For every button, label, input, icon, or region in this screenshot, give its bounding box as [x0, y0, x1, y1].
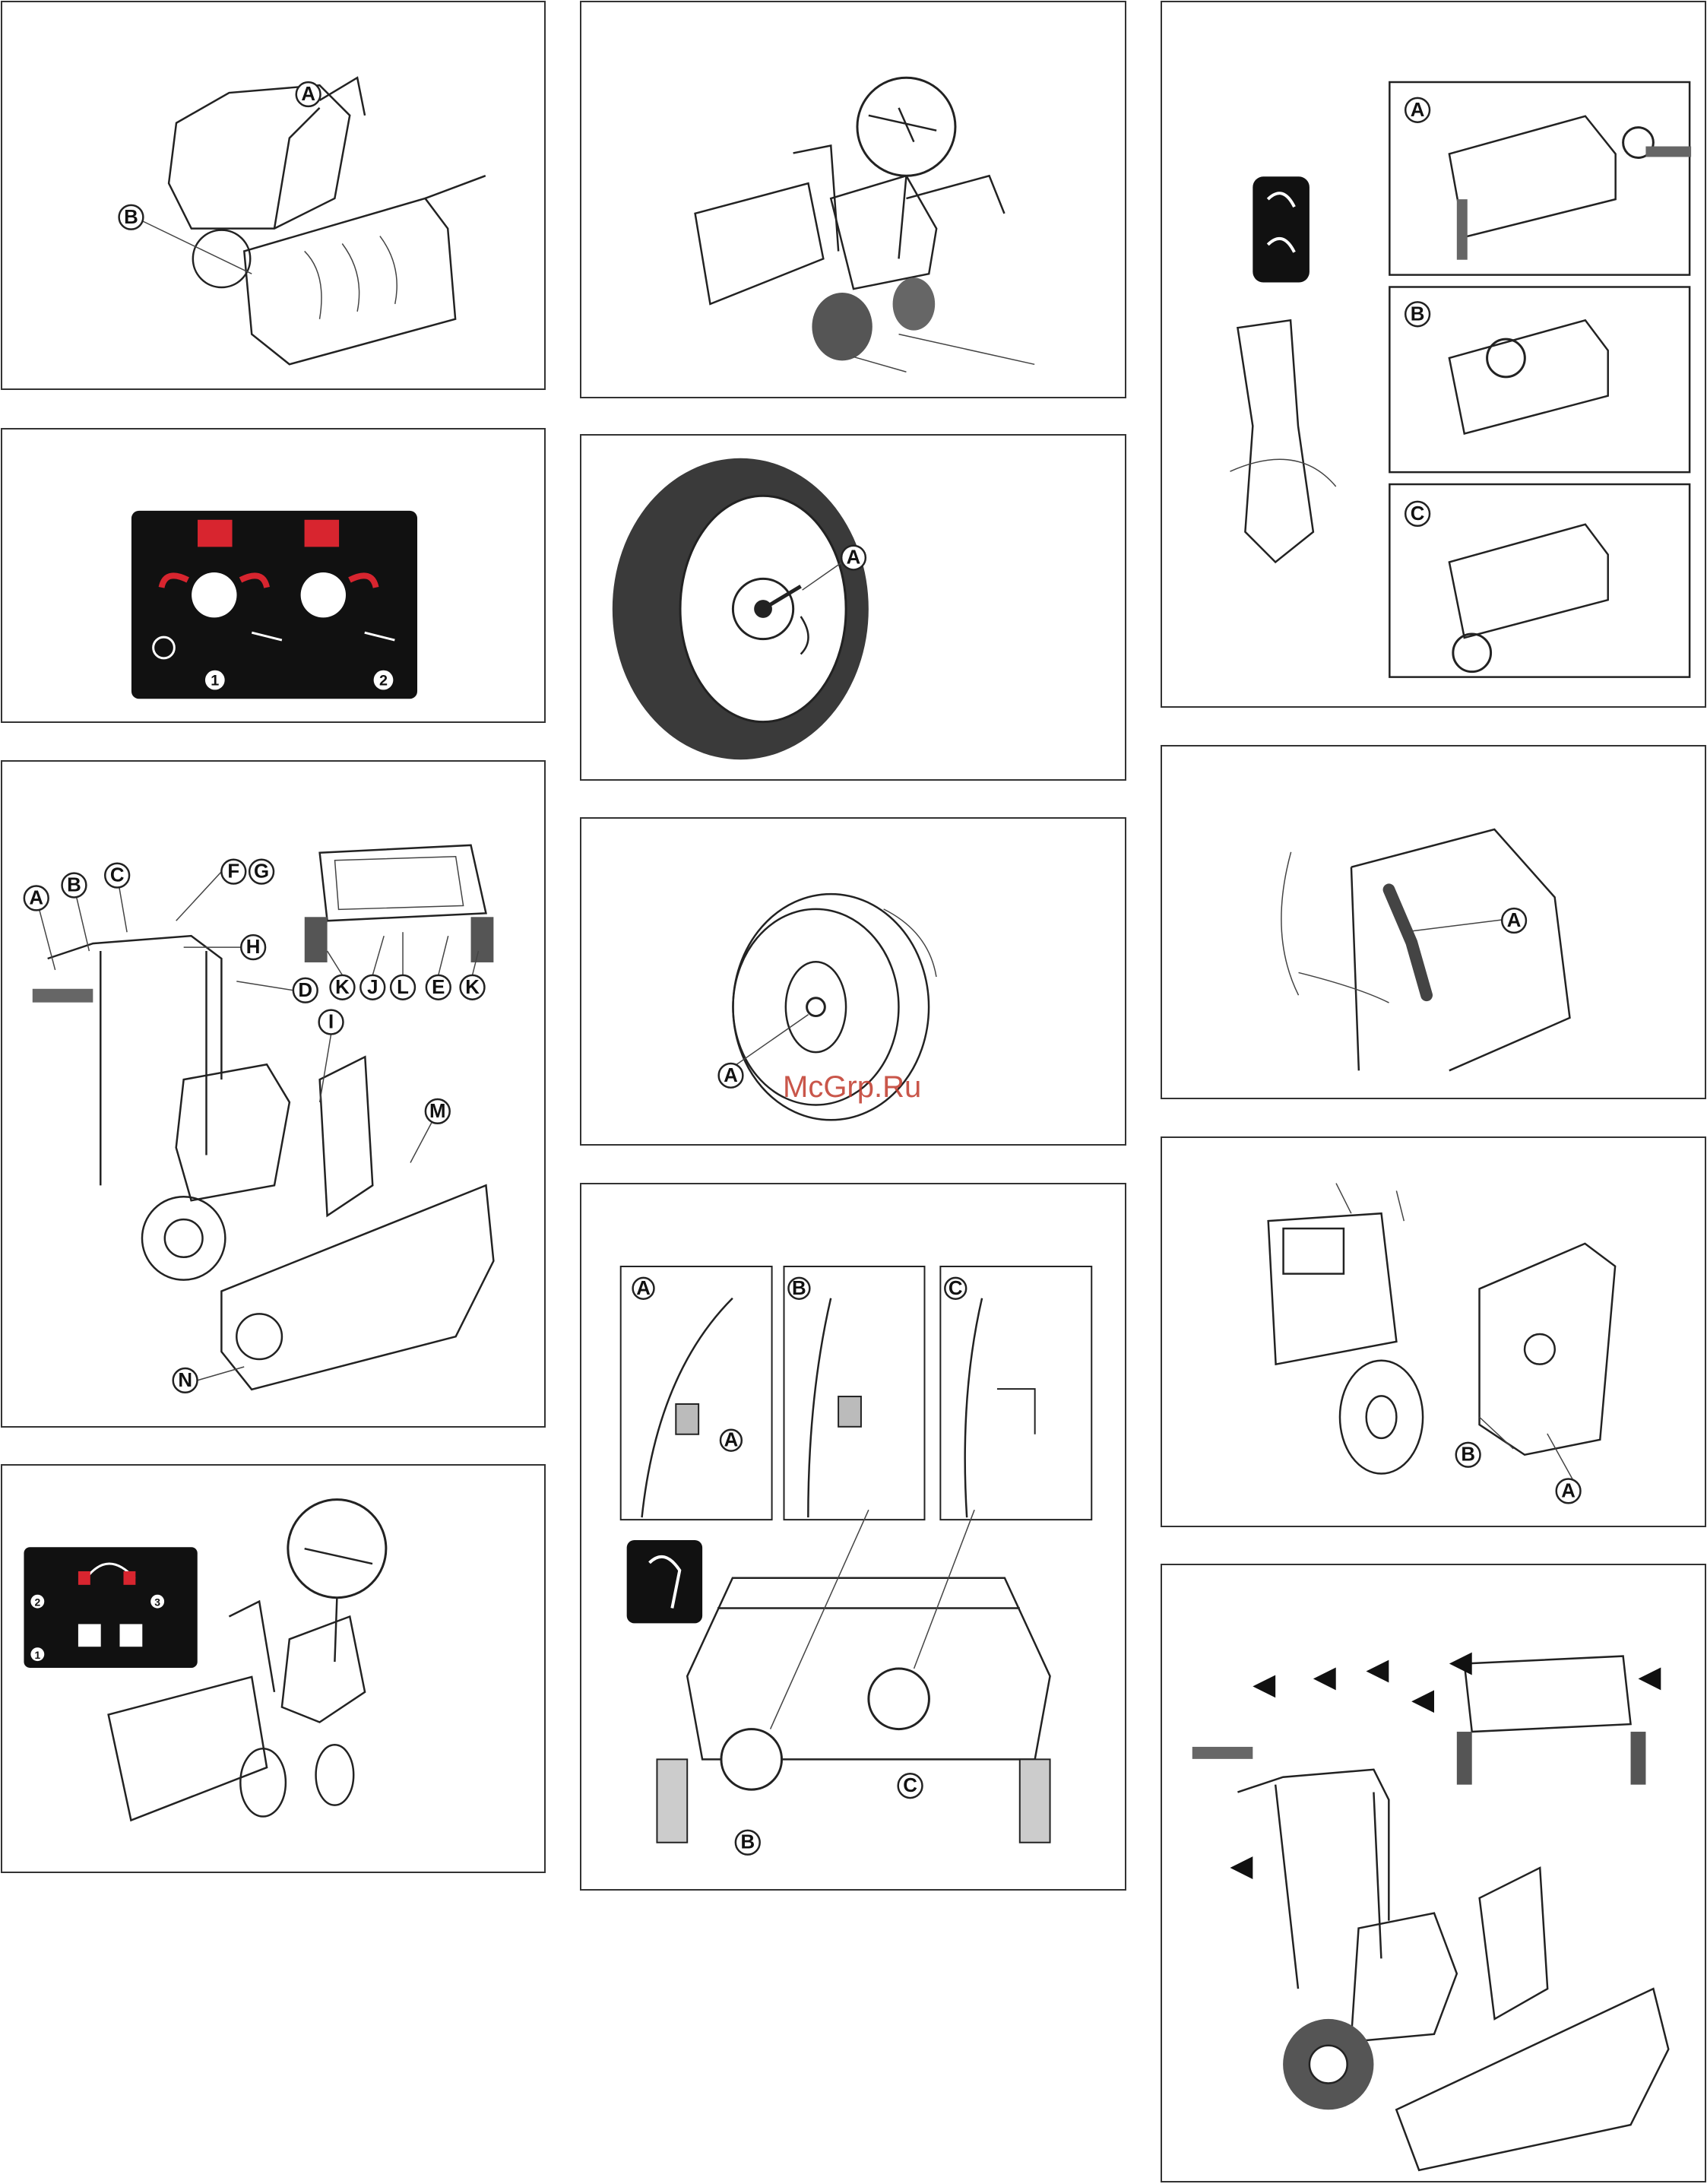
- inset-b-label: B: [1411, 303, 1425, 325]
- callout-a-label: A: [1561, 1480, 1576, 1501]
- inset-a-label: A: [636, 1278, 651, 1299]
- callout-c-label: C: [110, 865, 125, 886]
- controls-overview-illustration: A B C F G H D I M N K J L E K: [2, 762, 544, 1426]
- callout-i-label: I: [328, 1012, 334, 1033]
- lubrication-points-illustration: [1162, 1565, 1705, 2181]
- callout-k-2-label: K: [465, 977, 480, 998]
- inset-a-label: A: [1411, 100, 1425, 121]
- control-decal-illustration: 1 2: [2, 430, 544, 721]
- figure-panel-11: B A: [1161, 1136, 1706, 1527]
- callout-d-label: D: [298, 980, 312, 1001]
- snowblower-illustration-1: A B: [2, 2, 544, 388]
- callout-k-label: K: [335, 977, 350, 998]
- figure-panel-9: A B C: [1161, 1, 1706, 708]
- figure-panel-2: 1 2: [1, 428, 546, 723]
- inset-c-label: C: [1411, 503, 1425, 525]
- callout-b-label: B: [740, 1832, 755, 1853]
- decal-label-3: 3: [154, 1596, 160, 1609]
- chute-tilt-illustration: A B C: [1162, 2, 1705, 706]
- dash-handle-illustration: A: [1162, 746, 1705, 1098]
- callout-b-label: B: [67, 875, 81, 896]
- handle-detail-illustration: [581, 2, 1125, 397]
- tire-valve-illustration: A: [581, 436, 1125, 779]
- chute-decal-icon: [627, 1540, 702, 1623]
- callout-j-label: J: [367, 977, 378, 998]
- callout-n-label: N: [178, 1370, 192, 1391]
- callout-c-label: C: [903, 1775, 917, 1796]
- decal-label-1: 1: [211, 673, 219, 689]
- figure-panel-10: A: [1161, 745, 1706, 1099]
- callout-a-label: A: [847, 547, 861, 569]
- callout-a-label: A: [724, 1065, 738, 1086]
- figure-panel-4: 2 1 3: [1, 1464, 546, 1873]
- figure-panel-3: A B C F G H D I M N K J L E K: [1, 760, 546, 1428]
- callout-b-label: B: [1461, 1444, 1475, 1466]
- figure-panel-5: [580, 1, 1126, 398]
- figure-panel-8: A B C A B C: [580, 1183, 1126, 1891]
- callout-h-label: H: [246, 937, 261, 958]
- figure-panel-12: [1161, 1564, 1706, 2182]
- callout-a-label: A: [724, 1430, 739, 1451]
- decal-label-2: 2: [379, 673, 388, 689]
- callout-b-label: B: [124, 207, 138, 228]
- figure-panel-1: A B: [1, 1, 546, 390]
- callout-e-label: E: [432, 977, 445, 998]
- inset-b-label: B: [792, 1278, 806, 1299]
- decal-label-2: 2: [34, 1596, 40, 1609]
- inset-c-label: C: [949, 1278, 963, 1299]
- callout-a-label: A: [1507, 910, 1522, 931]
- drive-decal-illustration: 2 1 3: [2, 1466, 544, 1872]
- callout-g-label: G: [254, 861, 269, 883]
- callout-l-label: L: [397, 977, 409, 998]
- callout-m-label: M: [429, 1101, 446, 1122]
- callout-f-label: F: [227, 861, 239, 883]
- decal-label-1: 1: [34, 1649, 40, 1661]
- chute-control-illustration: A B C A B C: [581, 1184, 1125, 1889]
- callout-a-label: A: [29, 887, 43, 908]
- callout-a-label: A: [301, 84, 315, 105]
- watermark: McGrp.Ru: [783, 1070, 921, 1105]
- auger-housing-illustration: B A: [1162, 1138, 1705, 1526]
- figure-panel-6: A: [580, 434, 1126, 781]
